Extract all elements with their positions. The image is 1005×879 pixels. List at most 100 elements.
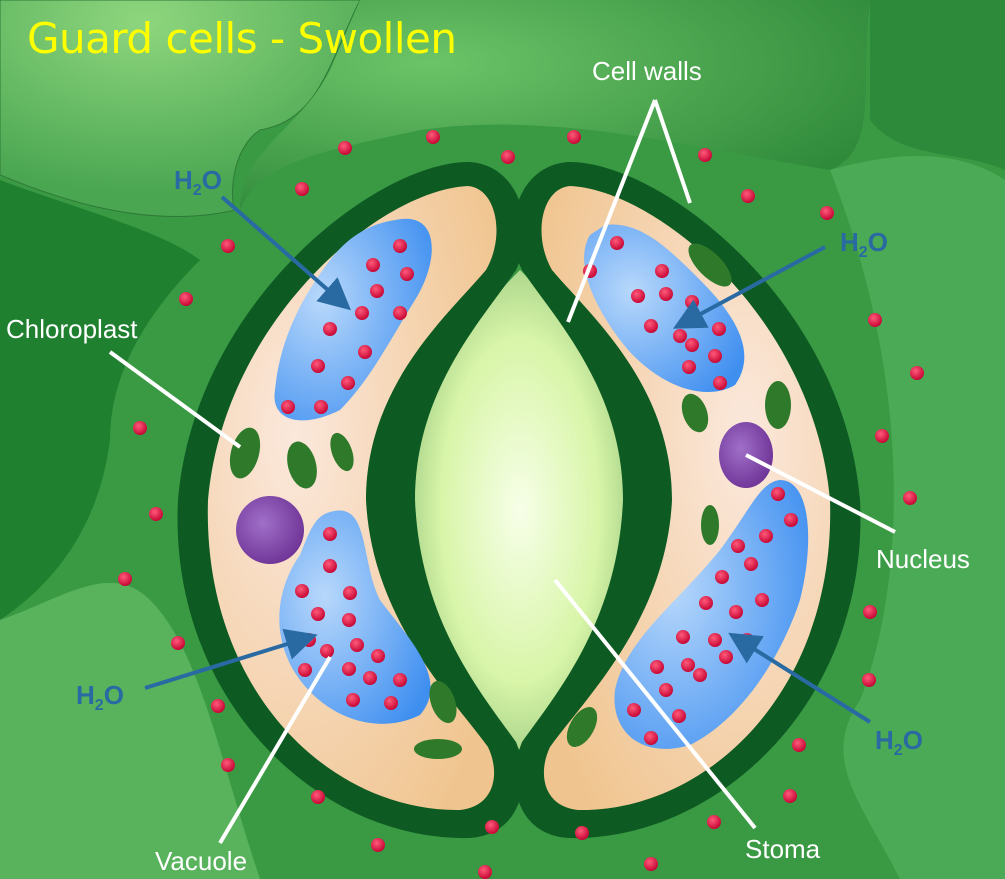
- water-molecule-dot: [792, 738, 806, 752]
- water-molecule-dot: [118, 572, 132, 586]
- water-molecule-dot: [713, 376, 727, 390]
- stoma-pore: [410, 270, 630, 750]
- water-molecule-dot: [729, 605, 743, 619]
- water-molecule-dot: [384, 696, 398, 710]
- water-molecule-dot: [644, 319, 658, 333]
- water-molecule-dot: [673, 329, 687, 343]
- water-molecule-dot: [311, 790, 325, 804]
- vacuole: [584, 224, 745, 393]
- label-water: H2O: [76, 680, 124, 714]
- water-molecule-dot: [708, 349, 722, 363]
- chloroplasts: [229, 243, 791, 759]
- water-arrows: [144, 195, 872, 724]
- water-molecule-dot: [426, 130, 440, 144]
- water-molecule-dot: [567, 130, 581, 144]
- water-molecule-dot: [875, 429, 889, 443]
- water-molecule-dot: [370, 284, 384, 298]
- water-molecule-dot: [681, 658, 695, 672]
- water-molecule-dot: [311, 607, 325, 621]
- water-molecule-dot: [298, 663, 312, 677]
- label-water: H2O: [174, 165, 222, 199]
- water-molecule-dot: [650, 660, 664, 674]
- water-molecule-dot: [358, 345, 372, 359]
- water-molecule-dot: [355, 306, 369, 320]
- water-molecule-dot: [862, 673, 876, 687]
- chloroplast: [701, 505, 719, 545]
- water-molecule-dot: [346, 693, 360, 707]
- water-molecule-dot: [323, 322, 337, 336]
- water-molecule-dot: [295, 584, 309, 598]
- label-cell-walls: Cell walls: [592, 56, 702, 86]
- water-molecule-dot: [133, 421, 147, 435]
- water-molecule-dot: [903, 491, 917, 505]
- arrow: [672, 245, 826, 329]
- water-molecule-dot: [221, 758, 235, 772]
- water-molecule-dot: [820, 206, 834, 220]
- water-molecule-dot: [350, 638, 364, 652]
- water-molecule-dot: [707, 815, 721, 829]
- label-stoma: Stoma: [745, 834, 821, 864]
- chloroplast: [429, 680, 457, 724]
- water-molecule-dot: [323, 527, 337, 541]
- chloroplast: [287, 441, 317, 489]
- water-molecule-dot: [631, 289, 645, 303]
- arrow: [220, 195, 352, 311]
- water-molecule-dot: [393, 239, 407, 253]
- water-molecule-dot: [478, 865, 492, 879]
- water-molecule-dot: [868, 313, 882, 327]
- water-molecule-dot: [338, 141, 352, 155]
- water-molecule-dot: [759, 529, 773, 543]
- water-molecule-dot: [719, 650, 733, 664]
- chloroplast: [688, 243, 732, 287]
- water-molecule-dot: [644, 731, 658, 745]
- water-molecule-dot: [501, 150, 515, 164]
- label-water: H2O: [875, 725, 923, 759]
- water-molecule-dot: [682, 360, 696, 374]
- chloroplast: [414, 739, 462, 759]
- water-molecule-dot: [731, 539, 745, 553]
- water-molecule-dot: [744, 557, 758, 571]
- label-water: H2O: [840, 227, 888, 261]
- vacuole: [614, 480, 809, 749]
- water-molecule-dot: [685, 338, 699, 352]
- label-vacuole: Vacuole: [155, 846, 248, 876]
- water-molecule-dot: [910, 366, 924, 380]
- water-molecule-dot: [295, 182, 309, 196]
- water-molecule-dot: [343, 586, 357, 600]
- water-molecule-dot: [311, 359, 325, 373]
- water-molecule-dot: [393, 673, 407, 687]
- chloroplast: [566, 707, 598, 747]
- water-molecule-dot: [672, 709, 686, 723]
- water-molecule-dot: [314, 400, 328, 414]
- chloroplast: [229, 427, 261, 479]
- water-molecule-dot: [741, 189, 755, 203]
- water-molecule-dot: [485, 820, 499, 834]
- chloroplast: [330, 432, 354, 472]
- water-molecule-dot: [179, 292, 193, 306]
- water-molecule-dot: [755, 593, 769, 607]
- water-molecule-dot: [771, 487, 785, 501]
- water-molecule-dot: [783, 789, 797, 803]
- water-molecule-dot: [659, 287, 673, 301]
- water-molecule-dot: [400, 267, 414, 281]
- diagram-title: Guard cells - Swollen: [27, 14, 457, 63]
- water-molecule-dot: [708, 633, 722, 647]
- water-molecule-dot: [342, 613, 356, 627]
- water-molecule-dot: [366, 258, 380, 272]
- water-molecule-dot: [342, 662, 356, 676]
- chloroplast: [765, 381, 791, 429]
- water-molecule-dot: [323, 559, 337, 573]
- water-molecule-dot: [393, 306, 407, 320]
- nucleus: [236, 496, 304, 564]
- water-molecule-dot: [320, 644, 334, 658]
- water-molecule-dot: [655, 264, 669, 278]
- water-molecule-dot: [363, 671, 377, 685]
- water-molecule-dot: [341, 376, 355, 390]
- water-molecule-dot: [676, 630, 690, 644]
- water-molecule-dot: [610, 236, 624, 250]
- label-chloroplast: Chloroplast: [6, 314, 138, 344]
- water-molecule-dot: [698, 148, 712, 162]
- arrow: [144, 628, 318, 690]
- arrow: [728, 632, 872, 724]
